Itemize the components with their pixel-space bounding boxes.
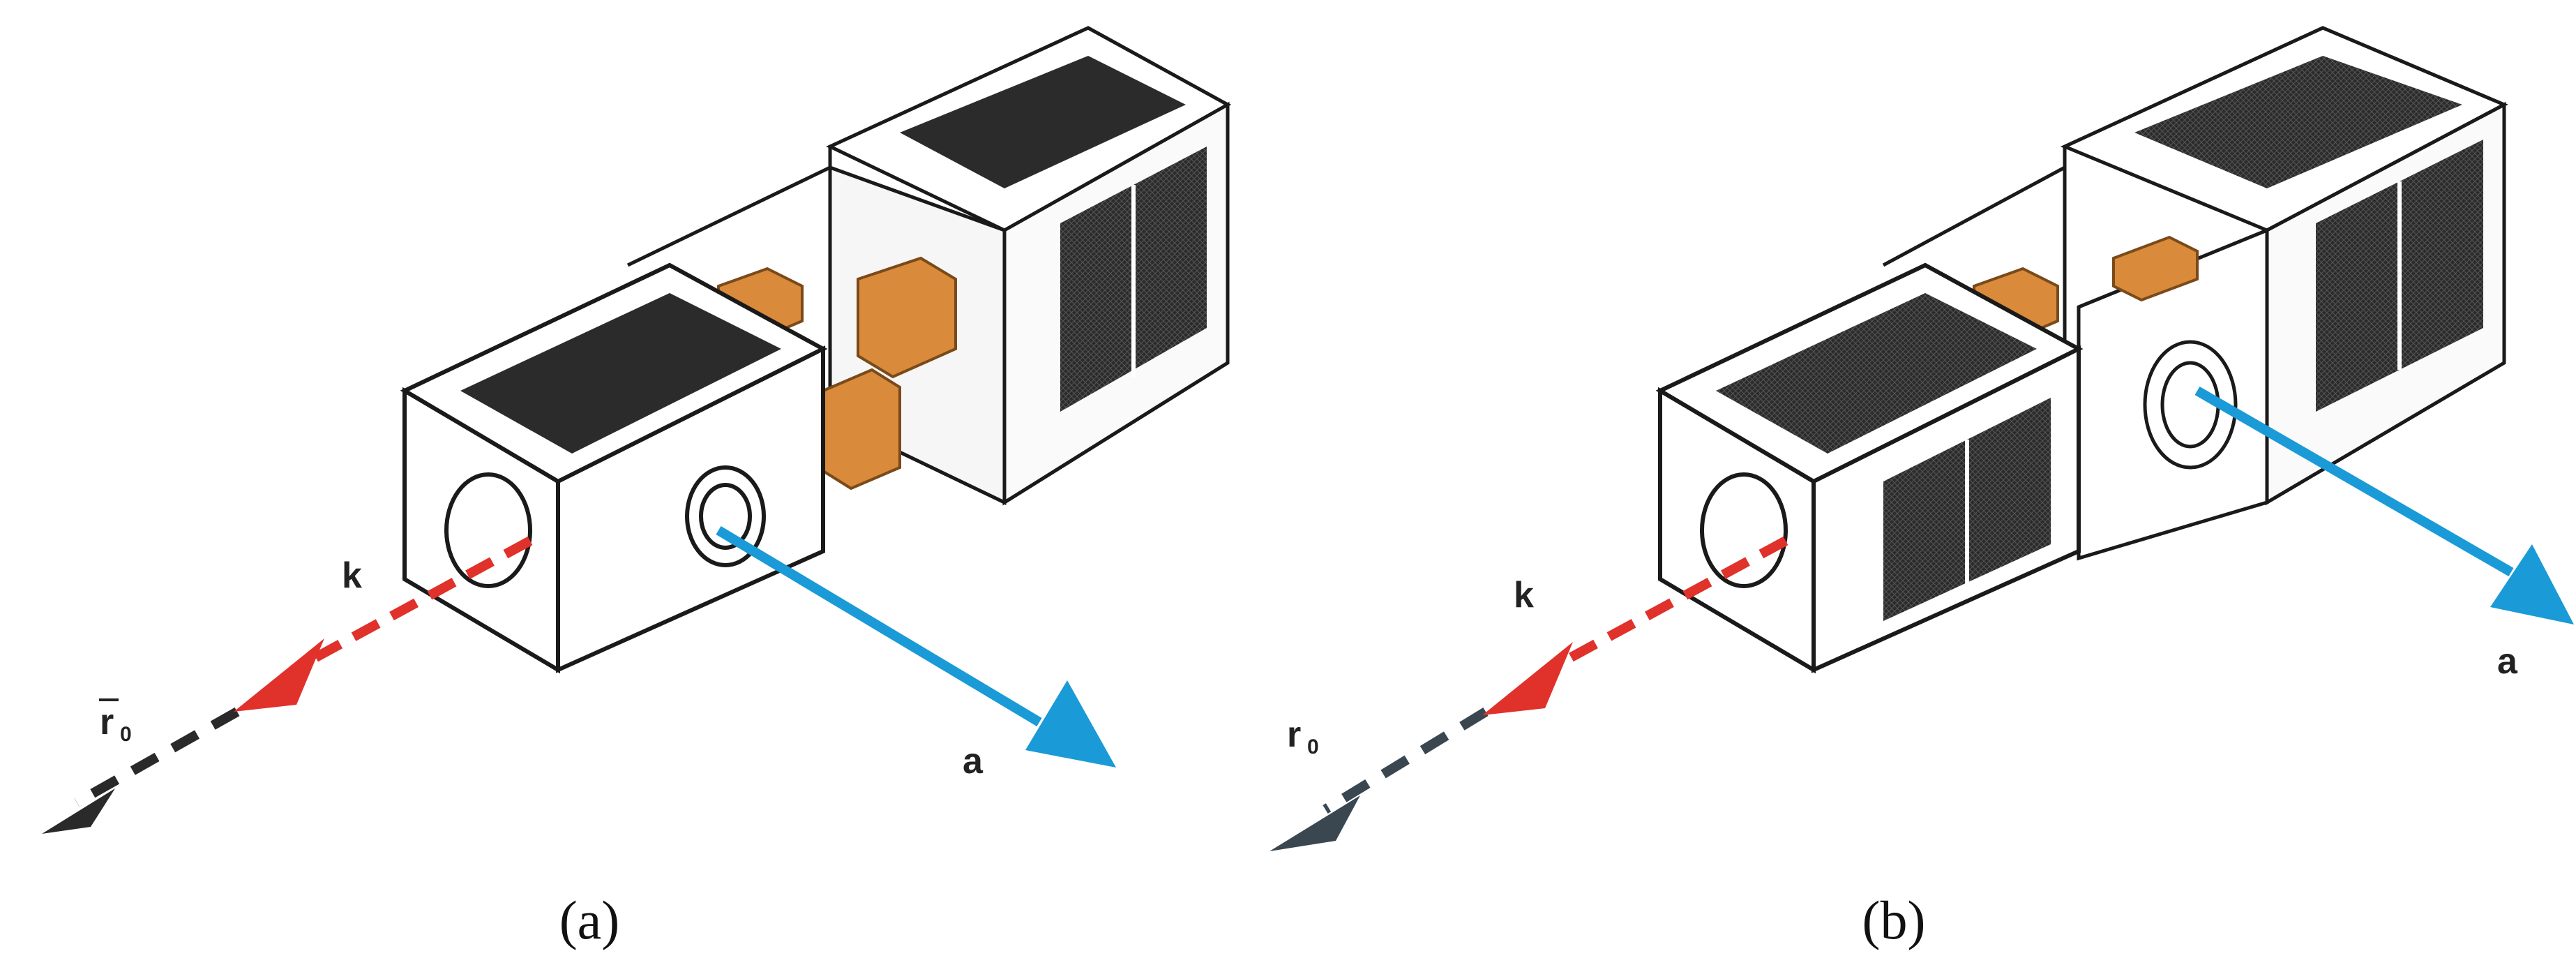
- label-r0: r: [100, 702, 114, 742]
- front-module: [1655, 262, 2084, 674]
- vector-k-arrow: [1482, 536, 1788, 715]
- vector-k-arrow: [234, 536, 533, 712]
- vector-a-arrow: [716, 525, 1116, 768]
- front-module: [400, 262, 828, 674]
- label-r0-sub: 0: [1307, 735, 1319, 758]
- solar-panel: [900, 56, 1186, 188]
- middle-module: [1882, 165, 2269, 561]
- actuator: [857, 256, 957, 379]
- vector-a-arrow: [2194, 386, 2574, 624]
- front-aperture: [1700, 472, 1788, 588]
- panel-a: k a r 0 (a): [42, 26, 1232, 950]
- front-aperture: [444, 472, 532, 588]
- label-a: a: [2497, 641, 2518, 682]
- panel-b: k a r 0 (b): [1270, 26, 2574, 950]
- middle-aperture: [2143, 340, 2238, 470]
- vector-r0-arrow: [42, 707, 240, 834]
- caption-b: (b): [1862, 890, 1926, 950]
- label-a: a: [963, 741, 984, 781]
- solar-panel: [460, 293, 781, 454]
- vector-r0-arrow: [1270, 708, 1489, 851]
- label-k: k: [342, 555, 362, 596]
- solar-panel: [1716, 293, 2037, 454]
- label-k: k: [1514, 575, 1534, 615]
- actuator: [822, 368, 901, 491]
- solar-panel: [2134, 56, 2462, 188]
- label-r0-sub: 0: [120, 723, 132, 746]
- caption-a: (a): [559, 890, 620, 950]
- label-r0: r: [1287, 715, 1301, 755]
- actuator: [2112, 235, 2199, 302]
